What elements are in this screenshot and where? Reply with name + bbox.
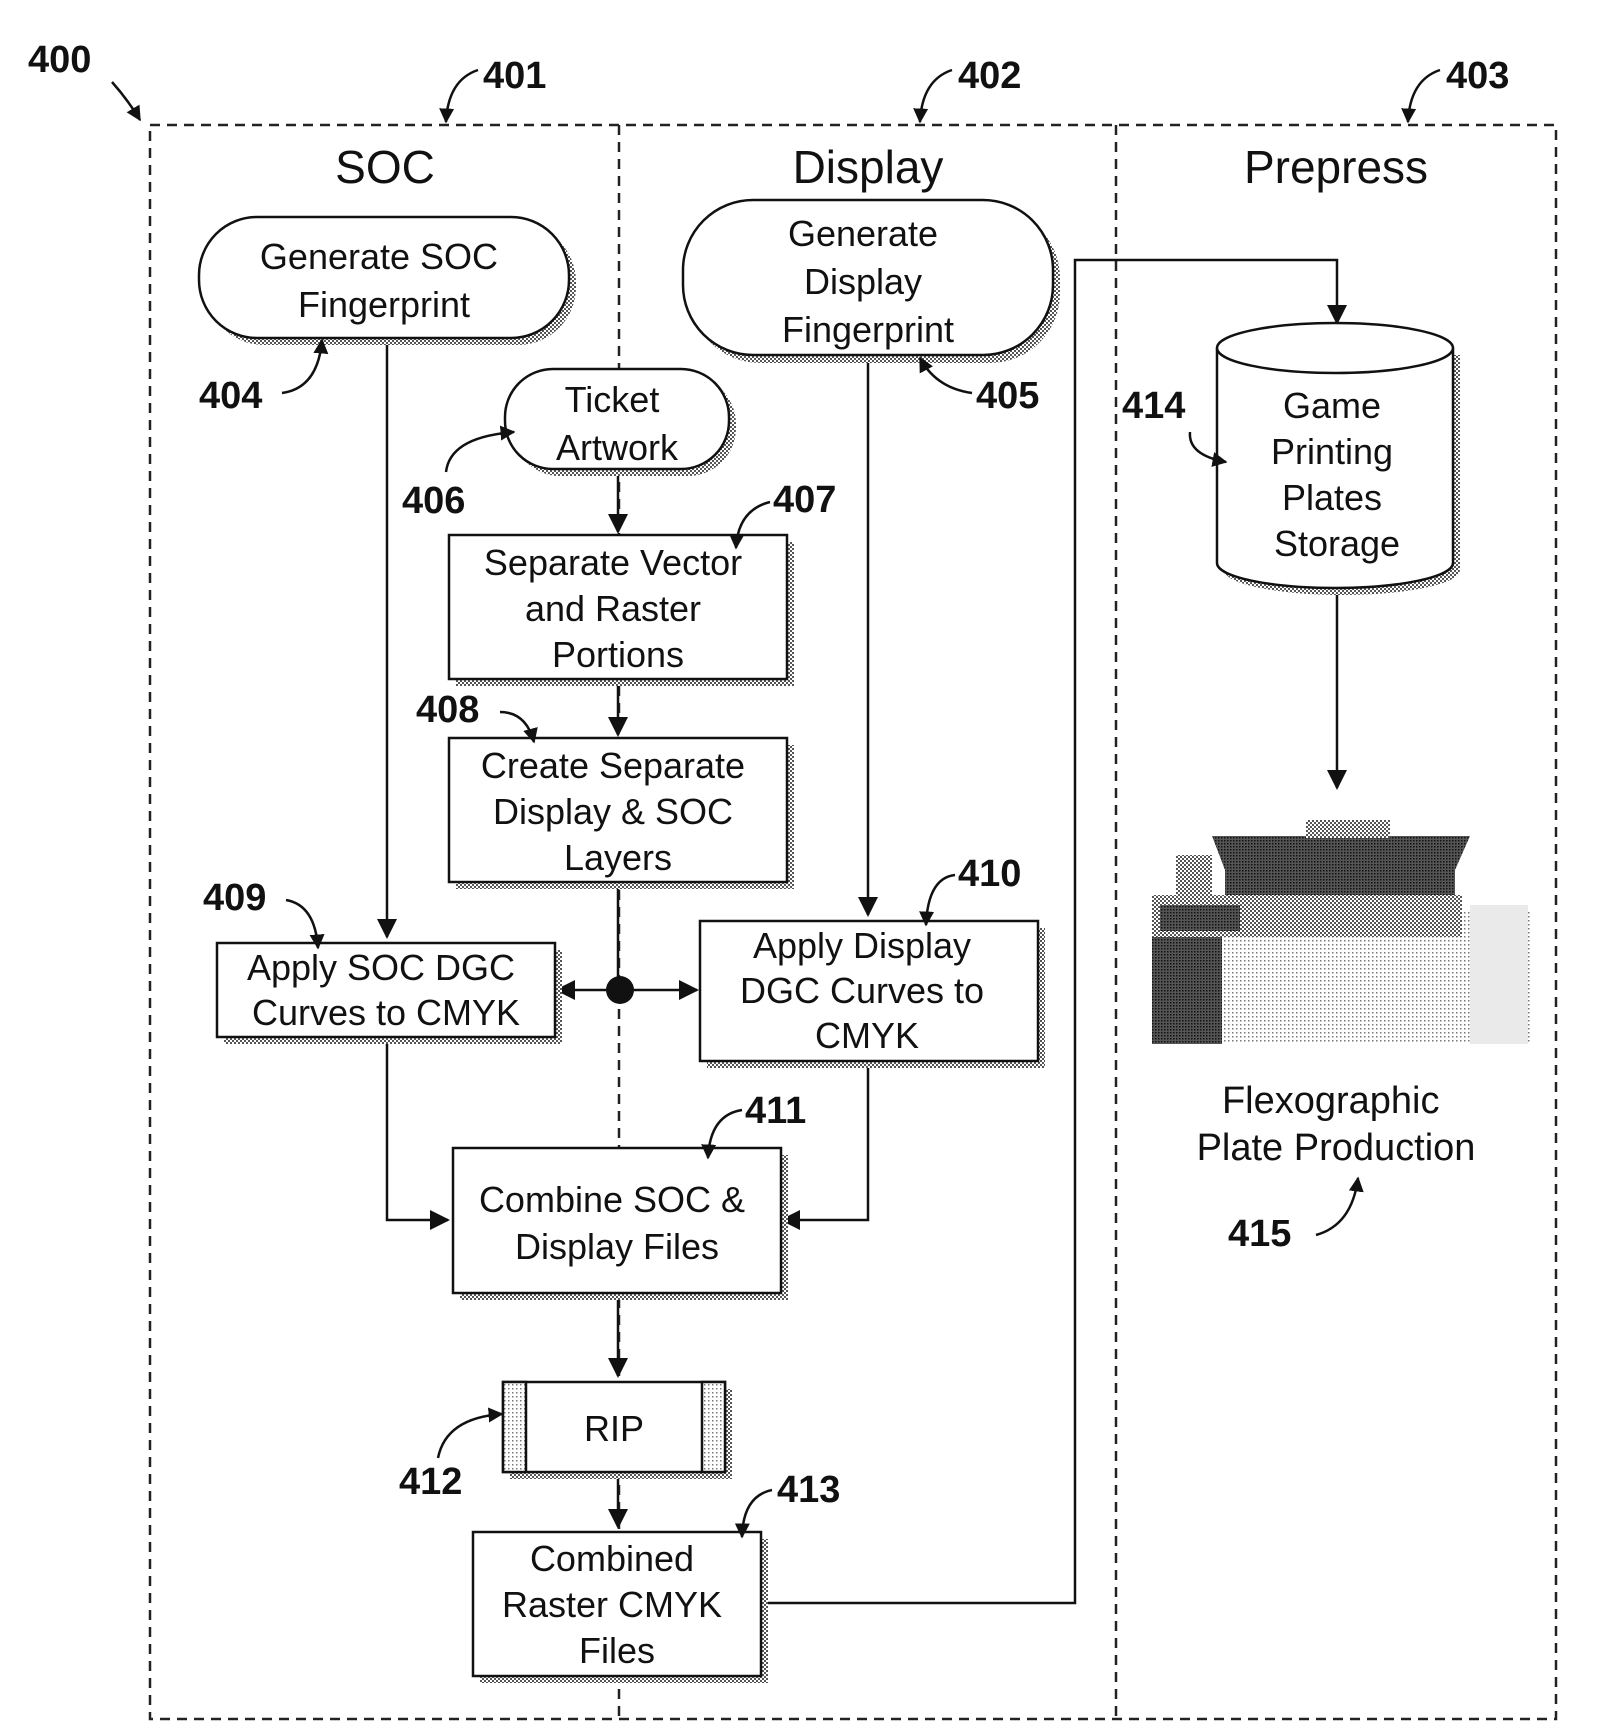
lane-ref-402-arrow: [920, 70, 952, 122]
connector-410-to-411: [782, 1061, 868, 1220]
lane-title-soc: SOC: [335, 141, 435, 193]
node-415-plate-machine-illustration: [1152, 820, 1530, 1044]
lane-ref-403: 403: [1446, 55, 1509, 97]
ref-406-leader: [446, 432, 514, 472]
junction-dot: [606, 976, 634, 1004]
ref-411: 411: [745, 1090, 806, 1132]
ref-409-leader: [286, 900, 318, 948]
lane-ref-403-arrow: [1408, 70, 1440, 122]
node-410-apply-display-dgc: Apply Display DGC Curves to CMYK: [700, 921, 1045, 1068]
node-408-create-separate-layers: Create Separate Display & SOC Layers: [449, 738, 794, 889]
ref-412: 412: [399, 1461, 462, 1503]
ref-406: 406: [402, 480, 465, 522]
ref-404-leader: [282, 340, 322, 393]
node-412-label: RIP: [584, 1408, 644, 1449]
ref-405: 405: [976, 375, 1039, 417]
ref-408: 408: [416, 689, 479, 731]
ref-412-leader: [438, 1414, 502, 1458]
figure-ref-400-arrow: [112, 82, 140, 120]
lane-title-prepress: Prepress: [1244, 141, 1428, 193]
node-412-rip: RIP: [503, 1382, 732, 1479]
ref-414: 414: [1122, 385, 1185, 427]
node-406-ticket-artwork: Ticket Artwork: [505, 369, 736, 476]
lane-title-display: Display: [793, 141, 944, 193]
ref-407: 407: [773, 479, 836, 521]
node-405-label: Generate Display Fingerprint: [782, 213, 954, 350]
figure-ref-400: 400: [28, 39, 91, 81]
lane-ref-401-arrow: [446, 70, 478, 122]
ref-415-leader: [1316, 1178, 1358, 1235]
ref-410-leader: [926, 875, 955, 925]
node-415-caption: Flexographic Plate Production: [1197, 1080, 1476, 1169]
node-405-generate-display-fingerprint: Generate Display Fingerprint: [683, 200, 1060, 363]
node-411-combine-files: Combine SOC & Display Files: [453, 1148, 788, 1300]
ref-415: 415: [1228, 1213, 1291, 1255]
node-409-apply-soc-dgc: Apply SOC DGC Curves to CMYK: [217, 943, 562, 1044]
node-407-separate-vector-raster: Separate Vector and Raster Portions: [449, 535, 794, 686]
lane-ref-401: 401: [483, 55, 546, 97]
node-404-generate-soc-fingerprint: Generate SOC Fingerprint: [199, 217, 576, 345]
ref-413-leader: [742, 1490, 772, 1537]
lane-ref-402: 402: [958, 55, 1021, 97]
ref-409: 409: [203, 877, 266, 919]
node-414-plates-storage: Game Printing Plates Storage: [1217, 323, 1460, 595]
ref-413: 413: [777, 1469, 840, 1511]
ref-404: 404: [199, 375, 262, 417]
ref-405-leader: [920, 358, 972, 393]
node-413-combined-raster-files: Combined Raster CMYK Files: [473, 1532, 768, 1683]
ref-410: 410: [958, 853, 1021, 895]
connector-409-to-411: [387, 1037, 448, 1220]
